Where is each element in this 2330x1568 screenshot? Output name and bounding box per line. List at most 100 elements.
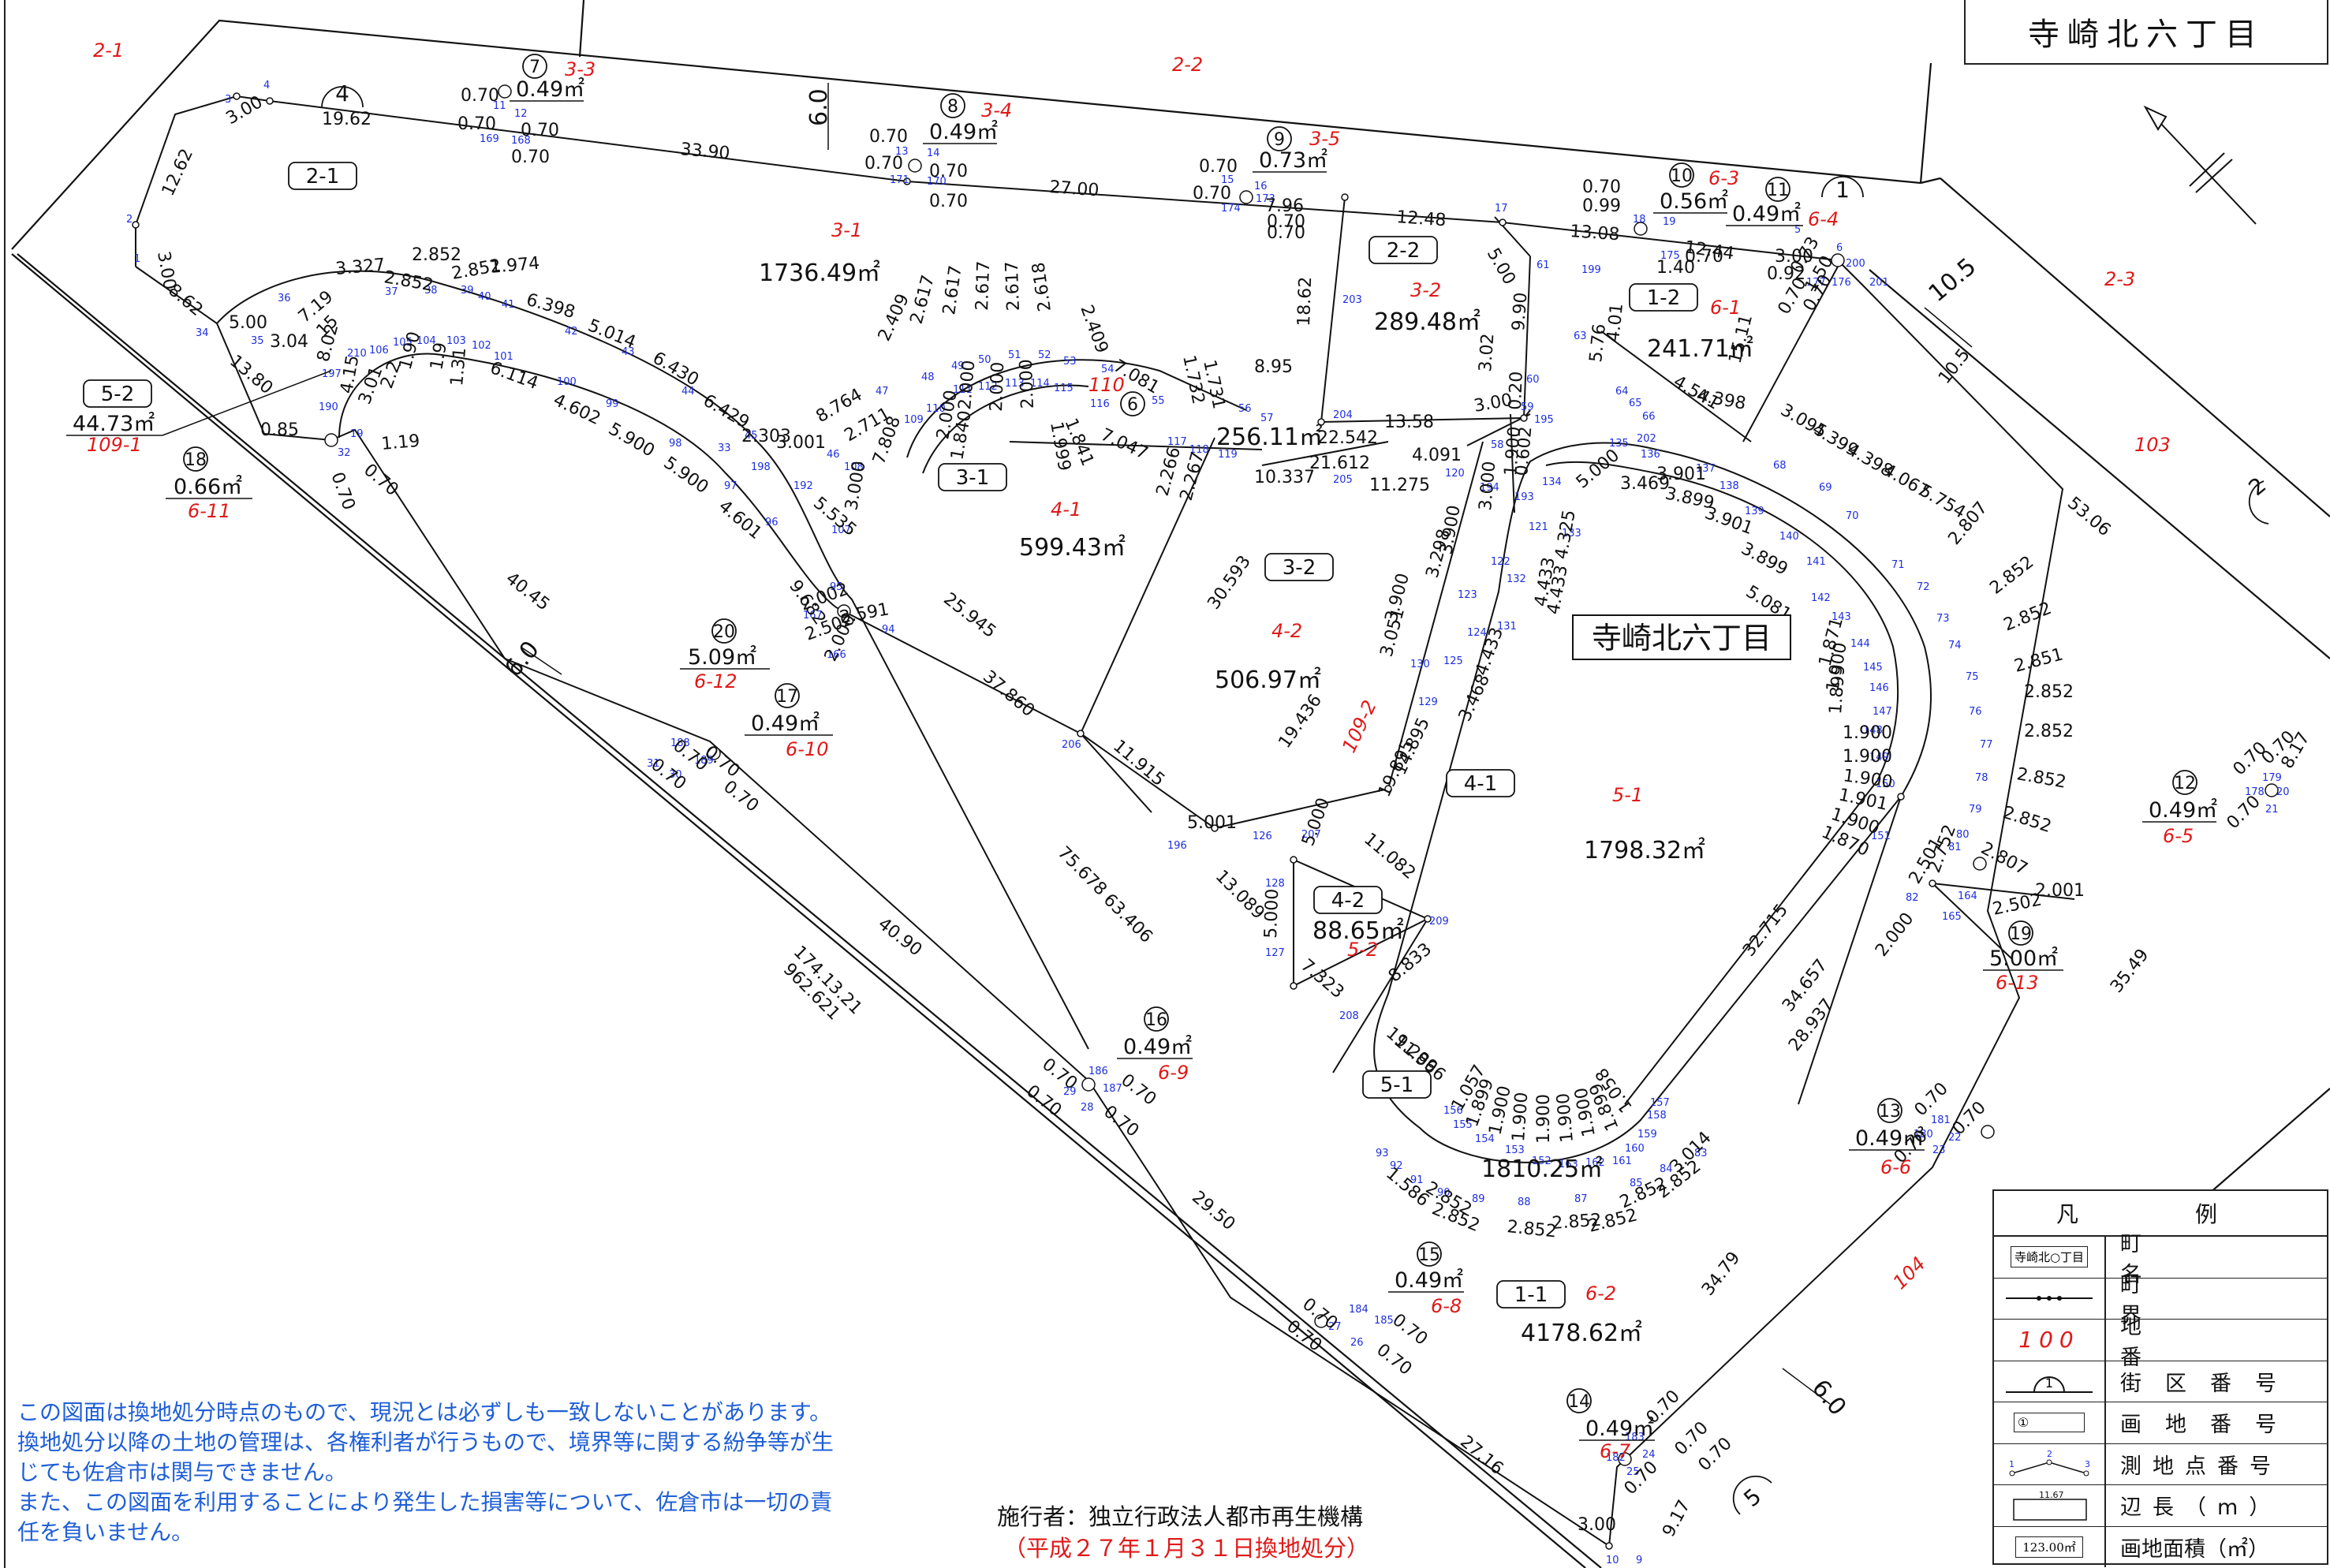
svg-text:63: 63 [1574, 330, 1587, 342]
svg-text:2-2: 2-2 [1172, 54, 1203, 76]
svg-text:2.852: 2.852 [2001, 599, 2055, 636]
svg-text:11.082: 11.082 [1360, 829, 1419, 883]
svg-text:64: 64 [1615, 386, 1629, 398]
svg-text:34: 34 [196, 327, 209, 339]
svg-text:0.70: 0.70 [929, 162, 968, 181]
svg-text:25: 25 [1626, 1466, 1640, 1478]
svg-text:138: 138 [1719, 480, 1739, 492]
svg-text:99: 99 [606, 398, 619, 410]
svg-text:168: 168 [511, 135, 531, 147]
svg-text:124: 124 [1467, 627, 1487, 639]
svg-text:163: 163 [1559, 1159, 1578, 1170]
svg-text:58: 58 [1491, 439, 1504, 451]
legend-row: 町界 [1994, 1273, 2327, 1328]
svg-text:5.000: 5.000 [1261, 888, 1283, 939]
svg-text:2.852: 2.852 [1506, 1217, 1557, 1241]
svg-text:89: 89 [1472, 1193, 1485, 1205]
svg-text:205: 205 [1333, 474, 1353, 486]
svg-text:4: 4 [335, 80, 349, 106]
svg-text:208: 208 [1339, 1010, 1359, 1022]
svg-text:6-4: 6-4 [1808, 208, 1839, 230]
svg-text:15: 15 [1418, 1245, 1440, 1265]
svg-text:2.852: 2.852 [1986, 552, 2037, 598]
svg-text:166: 166 [827, 649, 846, 661]
svg-text:123: 123 [1458, 589, 1477, 601]
svg-text:3.000: 3.000 [1476, 461, 1499, 512]
svg-text:16: 16 [1145, 1010, 1167, 1030]
svg-text:12: 12 [2174, 774, 2196, 793]
parcel-boxes [83, 162, 1698, 1309]
svg-text:3.900: 3.900 [1382, 571, 1413, 624]
svg-text:158: 158 [1647, 1110, 1667, 1122]
svg-text:110: 110 [926, 403, 946, 415]
svg-text:4.398: 4.398 [1695, 386, 1747, 414]
svg-text:174: 174 [1221, 203, 1241, 215]
svg-text:173: 173 [1256, 193, 1275, 205]
svg-text:2.852: 2.852 [2015, 764, 2067, 793]
svg-text:4-1: 4-1 [1464, 772, 1497, 796]
svg-text:81: 81 [1948, 842, 1962, 853]
svg-text:2.852: 2.852 [2024, 682, 2074, 702]
svg-text:4.091: 4.091 [1412, 446, 1462, 465]
svg-text:6.0: 6.0 [1806, 1375, 1851, 1421]
svg-text:2: 2 [2047, 1449, 2052, 1459]
svg-text:59: 59 [1521, 401, 1534, 413]
svg-text:0.70: 0.70 [360, 460, 402, 500]
svg-text:186: 186 [1088, 1066, 1108, 1077]
svg-text:2.409: 2.409 [1076, 303, 1111, 357]
svg-text:73: 73 [1936, 613, 1950, 625]
svg-text:93: 93 [1376, 1148, 1389, 1159]
svg-text:45: 45 [745, 430, 758, 442]
svg-text:13: 13 [895, 146, 909, 158]
svg-text:181: 181 [1931, 1114, 1951, 1126]
page-title: 寺崎北六丁目 [1964, 0, 2328, 65]
svg-text:0.20: 0.20 [1506, 371, 1527, 410]
svg-text:17: 17 [776, 687, 798, 707]
notice-line: また、この図面を利用することにより発生した損害等について、佐倉市は一切の責 [17, 1489, 833, 1515]
svg-text:201: 201 [1869, 277, 1889, 289]
legend-area-symbol: 123.00㎡ [2015, 1536, 2083, 1558]
svg-text:109: 109 [904, 414, 924, 426]
svg-text:130: 130 [1410, 659, 1430, 670]
svg-text:1-2: 1-2 [1647, 286, 1680, 310]
svg-text:21.612: 21.612 [1309, 454, 1370, 473]
svg-text:207: 207 [1301, 829, 1321, 841]
svg-text:7: 7 [529, 58, 540, 77]
svg-text:129: 129 [1418, 696, 1438, 708]
svg-text:189: 189 [694, 755, 714, 767]
svg-text:12: 12 [514, 108, 528, 120]
svg-text:137: 137 [1696, 463, 1716, 475]
svg-text:27.00: 27.00 [1049, 177, 1100, 200]
svg-text:5-2: 5-2 [1347, 939, 1378, 961]
svg-text:6-7: 6-7 [1600, 1440, 1631, 1462]
svg-text:109-1: 109-1 [87, 434, 142, 456]
svg-text:37: 37 [385, 286, 398, 298]
svg-text:157: 157 [1650, 1097, 1670, 1109]
svg-text:132: 132 [1507, 573, 1526, 585]
svg-text:6-10: 6-10 [786, 738, 828, 760]
svg-text:3.901: 3.901 [1656, 465, 1706, 484]
svg-text:5.000: 5.000 [1298, 795, 1334, 849]
svg-text:126: 126 [1253, 831, 1272, 842]
svg-text:19: 19 [350, 428, 364, 440]
svg-text:2.617: 2.617 [973, 260, 994, 311]
svg-text:2.502: 2.502 [1991, 890, 2044, 920]
svg-text:12.62: 12.62 [159, 146, 197, 200]
svg-text:78: 78 [1975, 772, 1988, 784]
svg-text:4-2: 4-2 [1331, 889, 1365, 913]
svg-text:66: 66 [1642, 411, 1656, 423]
svg-text:47: 47 [876, 386, 889, 398]
svg-text:6: 6 [1127, 395, 1138, 415]
svg-text:6-9: 6-9 [1158, 1062, 1189, 1084]
svg-text:200: 200 [1846, 258, 1865, 270]
svg-text:135: 135 [1609, 438, 1629, 450]
svg-text:13.58: 13.58 [1384, 413, 1434, 432]
svg-text:21: 21 [2265, 804, 2279, 816]
svg-text:31: 31 [647, 758, 660, 770]
svg-text:15: 15 [1221, 174, 1234, 186]
svg-text:74: 74 [1948, 640, 1962, 651]
svg-text:13.089: 13.089 [1212, 867, 1268, 924]
svg-text:19: 19 [1663, 216, 1676, 228]
svg-text:23: 23 [1932, 1144, 1946, 1156]
